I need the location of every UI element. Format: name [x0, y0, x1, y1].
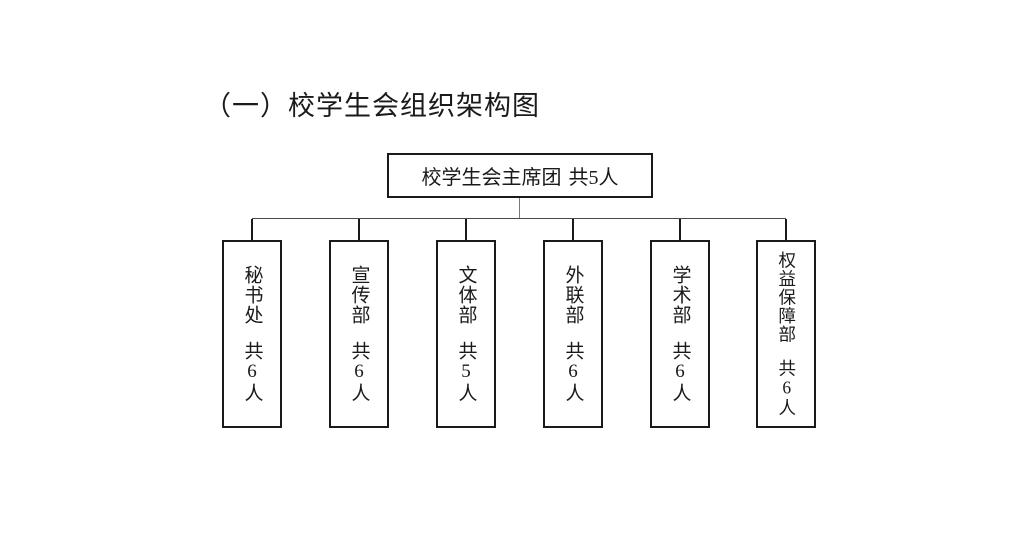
connector-drop — [679, 219, 681, 240]
root-box-name: 校学生会主席团 — [421, 167, 562, 189]
dept-count: 共6人 — [241, 341, 263, 404]
page-title: （一）校学生会组织架构图 — [204, 91, 540, 121]
dept-box-secretariat: 秘书处共6人 — [222, 240, 282, 428]
connector-drop — [572, 219, 574, 240]
dept-name: 文体部 — [455, 264, 477, 325]
connector-drop — [358, 219, 360, 240]
dept-count: 共5人 — [455, 341, 477, 404]
root-box-chairman: 校学生会主席团 共5人 — [387, 153, 653, 198]
dept-box-external-liaison: 外联部共6人 — [543, 240, 603, 428]
dept-box-rights-protection: 权益保障部共6人 — [756, 240, 816, 428]
dept-count: 共6人 — [562, 341, 584, 404]
connector-drop — [785, 219, 787, 240]
dept-name: 秘书处 — [241, 264, 263, 325]
dept-box-academic: 学术部共6人 — [650, 240, 710, 428]
dept-name: 权益保障部 — [776, 251, 797, 344]
connector-drop — [251, 219, 253, 240]
dept-count: 共6人 — [669, 341, 691, 404]
dept-box-culture-sports: 文体部共5人 — [436, 240, 496, 428]
root-box-count: 共5人 — [568, 167, 619, 189]
dept-count: 共6人 — [776, 358, 797, 417]
dept-box-publicity: 宣传部共6人 — [329, 240, 389, 428]
connector-stem — [519, 198, 520, 219]
dept-name: 外联部 — [562, 264, 584, 325]
connector-drop — [465, 219, 467, 240]
dept-name: 宣传部 — [348, 264, 370, 325]
dept-count: 共6人 — [348, 341, 370, 404]
dept-name: 学术部 — [669, 264, 691, 325]
connector-rail — [252, 218, 786, 219]
